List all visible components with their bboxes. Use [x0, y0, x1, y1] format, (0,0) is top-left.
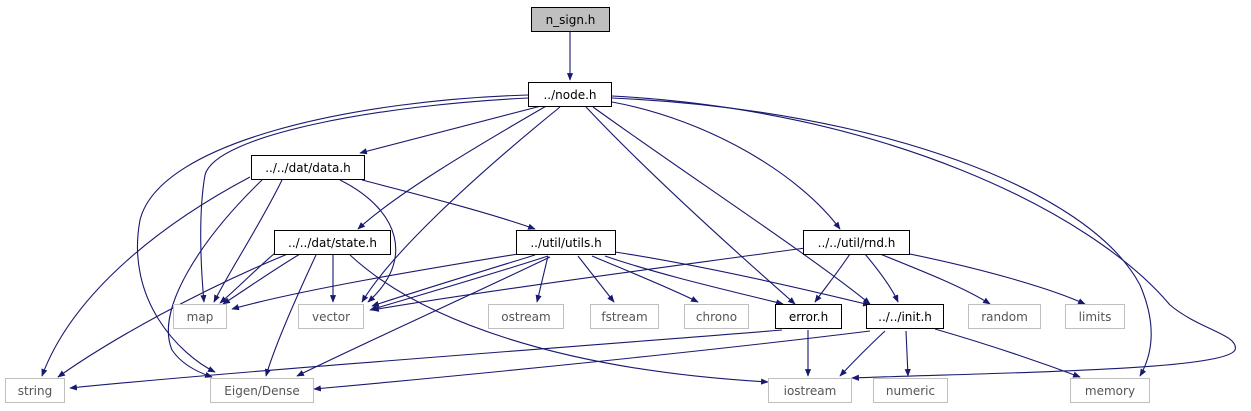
node-data-h[interactable]: ../../dat/data.h [251, 155, 365, 180]
edge-init-to-numeric [904, 330, 911, 377]
edge-init-to-iostream [839, 330, 886, 377]
node-init-h[interactable]: ../../init.h [866, 304, 944, 329]
edge-node-to-memory [611, 97, 1152, 377]
edge-data-to-eigen [167, 179, 263, 378]
node-numeric[interactable]: numeric [873, 378, 948, 403]
edge-utils-to-fstream [577, 255, 615, 303]
edge-data-to-vector [339, 179, 397, 303]
node-ostream[interactable]: ostream [488, 304, 564, 329]
edge-node-to-eigen [136, 94, 529, 373]
node-fstream[interactable]: fstream [590, 304, 659, 329]
edge-init-to-memory [934, 328, 1081, 378]
edge-utils-to-vector [371, 254, 536, 307]
edge-node-to-data [359, 104, 546, 155]
node-eigen-dense[interactable]: Eigen/Dense [210, 378, 314, 403]
edge-node-to-state [357, 104, 549, 230]
edge-state-to-iostream [349, 254, 769, 385]
node-iostream[interactable]: iostream [768, 378, 852, 403]
edge-data-to-map [213, 179, 283, 303]
node-n-sign-h[interactable]: n_sign.h [531, 7, 610, 32]
edge-state-to-eigen [264, 254, 317, 377]
edge-state-to-string [57, 252, 291, 378]
node-string[interactable]: string [5, 378, 65, 403]
edge-rnd-to-init [864, 253, 899, 303]
node-memory[interactable]: memory [1070, 378, 1150, 403]
edge-rnd-to-vector [371, 247, 806, 312]
edge-node-to-init [592, 106, 871, 305]
edge-node-to-rnd [611, 101, 841, 230]
node-limits[interactable]: limits [1065, 304, 1125, 329]
node-utils-h[interactable]: ../util/utils.h [516, 230, 616, 255]
edge-rnd-to-limits [899, 251, 1086, 305]
edge-utils-to-error [604, 255, 784, 306]
node-map[interactable]: map [173, 304, 227, 329]
edge-error-to-string [69, 329, 783, 391]
edge-utils-to-init [614, 251, 871, 307]
edge-init-to-eigen [313, 330, 871, 392]
edge-utils-to-chrono [591, 255, 699, 303]
edge-state-to-map-b [219, 252, 276, 304]
node-node-h[interactable]: ../node.h [528, 82, 612, 107]
node-random[interactable]: random [968, 304, 1041, 329]
edge-data-to-utils [361, 179, 536, 230]
edge-rnd-to-random [879, 253, 991, 305]
edge-utils-to-vector-b [369, 255, 549, 311]
node-state-h[interactable]: ../../dat/state.h [274, 230, 391, 255]
edge-node-to-error [585, 106, 796, 305]
node-chrono[interactable]: chrono [684, 304, 749, 329]
node-rnd-h[interactable]: ../../util/rnd.h [803, 230, 910, 255]
edge-utils-to-eigen [296, 256, 551, 377]
edge-node-to-map [200, 97, 529, 303]
edge-rnd-to-error [814, 253, 851, 303]
edge-data-to-string [41, 176, 251, 377]
edge-utils-to-ostream [535, 255, 549, 303]
edge-utils-to-map [231, 253, 519, 311]
edge-node-to-iostream [611, 95, 1236, 381]
node-vector[interactable]: vector [298, 304, 364, 329]
edge-state-to-map [222, 253, 301, 305]
node-error-h[interactable]: error.h [775, 304, 842, 329]
edge-node-to-vector [361, 106, 561, 303]
